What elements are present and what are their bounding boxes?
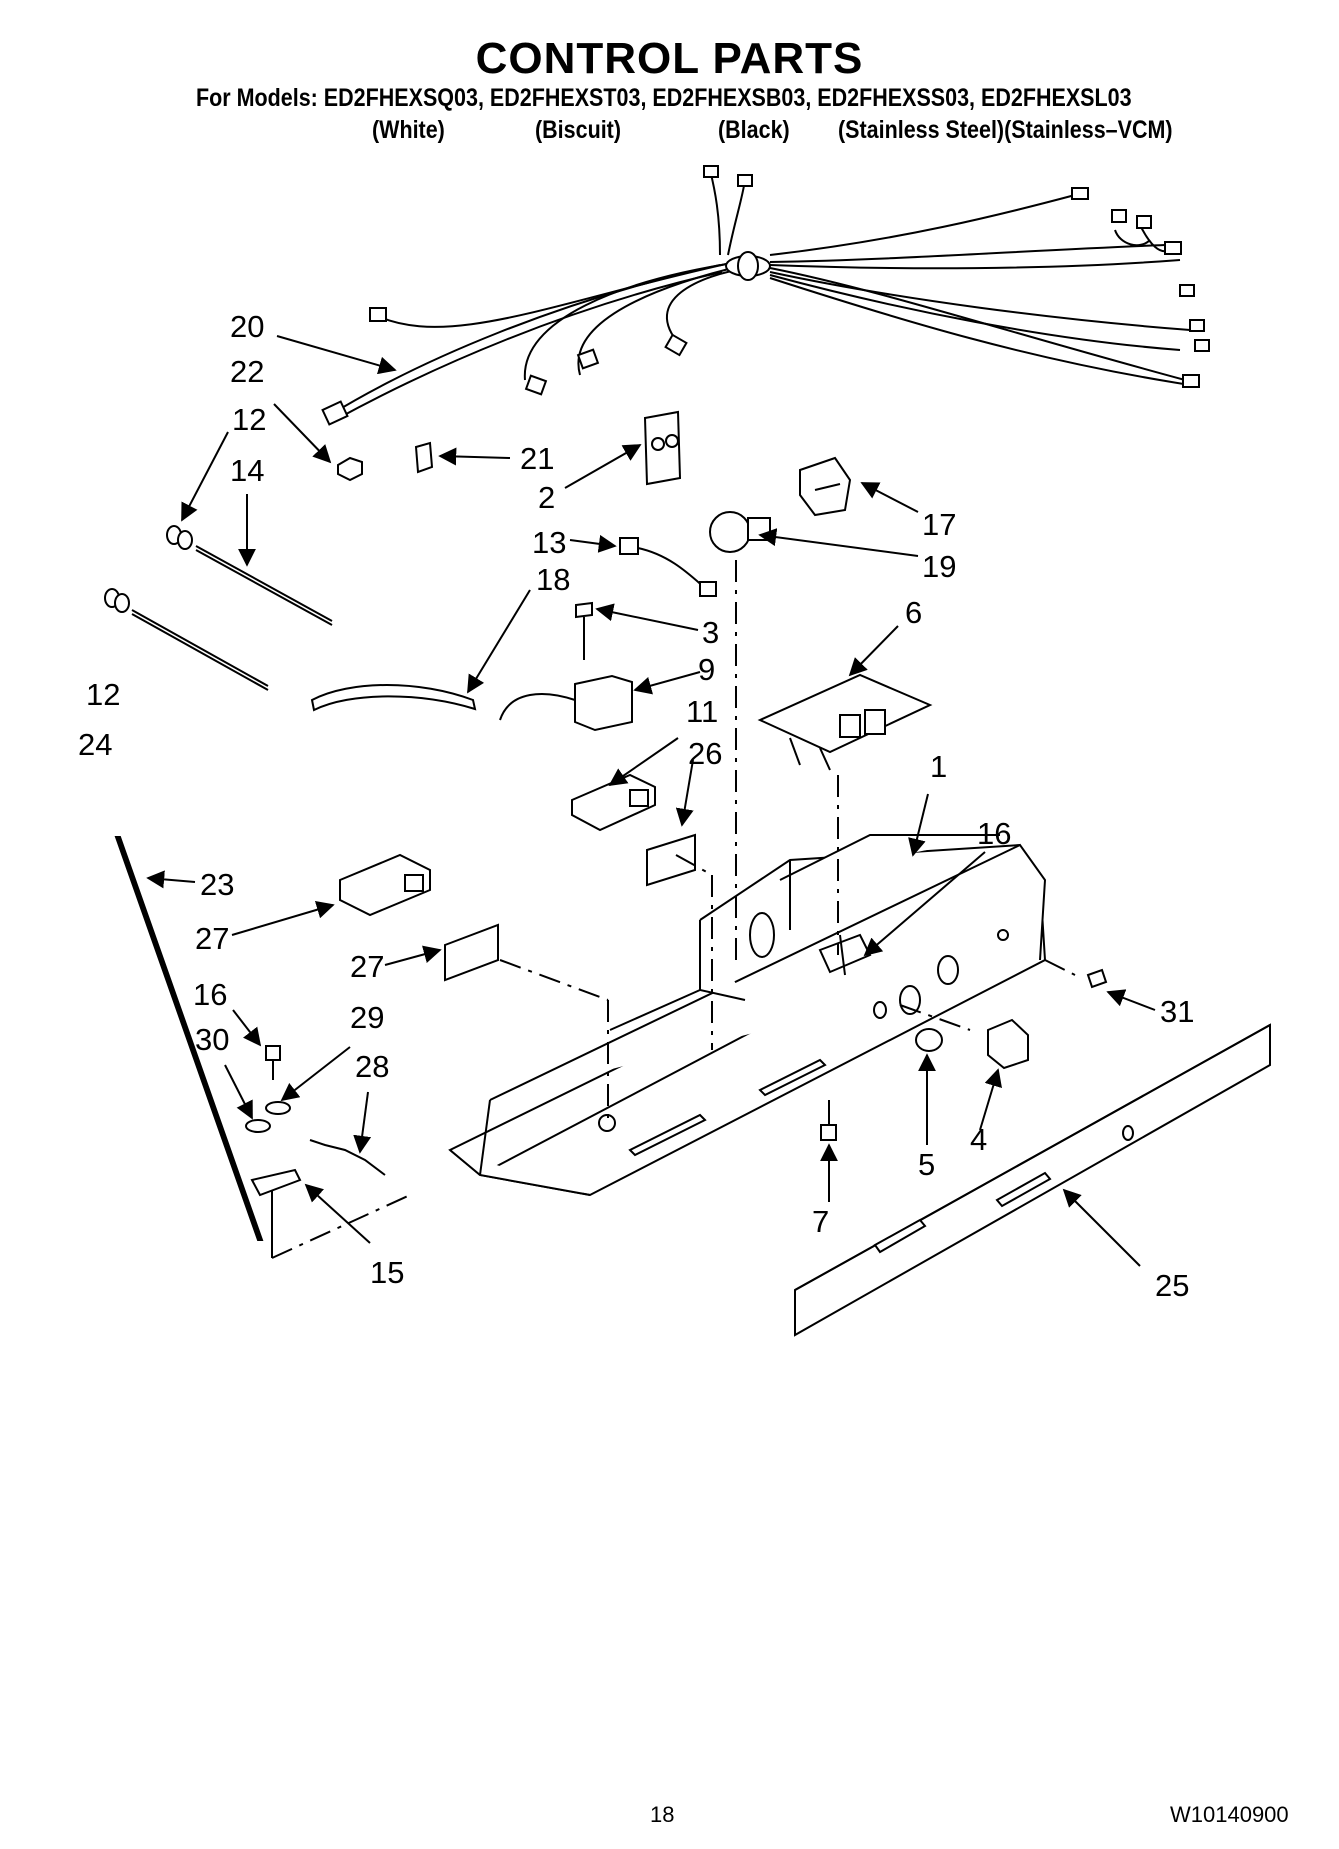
callout-6: 6 bbox=[905, 595, 922, 630]
callout-15: 15 bbox=[370, 1255, 404, 1290]
callout-22: 22 bbox=[230, 354, 264, 389]
callout-11: 11 bbox=[686, 694, 718, 729]
callout-16-right: 16 bbox=[977, 816, 1011, 851]
callout-27-lower: 27 bbox=[350, 949, 384, 984]
callout-14: 14 bbox=[230, 453, 264, 488]
trim-panel-part bbox=[794, 1023, 1271, 1337]
callout-9: 9 bbox=[698, 652, 715, 687]
callout-16-left: 16 bbox=[193, 977, 227, 1012]
callout-19: 19 bbox=[922, 549, 956, 584]
callout-labels: 20 22 12 14 12 24 21 2 17 13 19 18 3 6 9… bbox=[78, 309, 1194, 1303]
callout-7: 7 bbox=[812, 1204, 829, 1239]
callout-30: 30 bbox=[195, 1022, 229, 1057]
callout-17: 17 bbox=[922, 507, 956, 542]
variant-white: (White) bbox=[372, 116, 445, 144]
small-parts-group bbox=[104, 410, 1108, 1258]
callout-26: 26 bbox=[688, 736, 722, 771]
callout-25: 25 bbox=[1155, 1268, 1189, 1303]
callout-29: 29 bbox=[350, 1000, 384, 1035]
callout-12-upper: 12 bbox=[232, 402, 266, 437]
variant-stainless: (Stainless Steel)(Stainless–VCM) bbox=[838, 116, 1173, 144]
callout-5: 5 bbox=[918, 1147, 935, 1182]
wire-harness-part bbox=[321, 165, 1210, 426]
callout-31: 31 bbox=[1160, 994, 1194, 1029]
page-number: 18 bbox=[650, 1802, 675, 1827]
callout-24: 24 bbox=[78, 727, 112, 762]
variant-biscuit: (Biscuit) bbox=[535, 116, 621, 144]
callout-12-lower: 12 bbox=[86, 677, 120, 712]
callout-3: 3 bbox=[702, 615, 719, 650]
callout-20: 20 bbox=[230, 309, 264, 344]
assembly-lines bbox=[271, 560, 1076, 1259]
control-housing-part bbox=[448, 834, 1047, 1197]
callout-28: 28 bbox=[355, 1049, 389, 1084]
callout-21: 21 bbox=[520, 441, 554, 476]
variant-black: (Black) bbox=[718, 116, 790, 144]
callout-13: 13 bbox=[532, 525, 566, 560]
callout-27-upper: 27 bbox=[195, 921, 229, 956]
callout-18: 18 bbox=[536, 562, 570, 597]
models-line: For Models: ED2FHEXSQ03, ED2FHEXST03, ED… bbox=[196, 84, 1132, 112]
page-title: CONTROL PARTS bbox=[475, 34, 864, 83]
callout-1: 1 bbox=[930, 749, 947, 784]
callout-4: 4 bbox=[970, 1122, 987, 1157]
callout-2: 2 bbox=[538, 480, 555, 515]
document-number: W10140900 bbox=[1170, 1802, 1289, 1827]
callout-23: 23 bbox=[200, 867, 234, 902]
leader-arrows bbox=[146, 335, 1156, 1267]
